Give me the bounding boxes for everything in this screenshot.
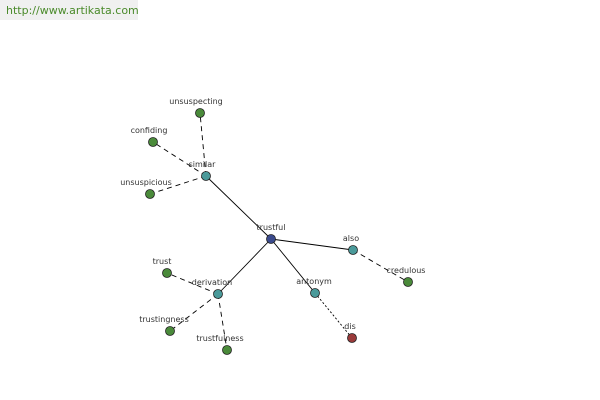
edge-trustful-also — [270, 238, 354, 251]
node-confiding[interactable] — [148, 137, 158, 147]
site-url-link[interactable]: http://www.artikata.com — [6, 4, 139, 17]
node-label-dis[interactable]: dis — [344, 322, 355, 331]
node-trustfulness[interactable] — [222, 345, 232, 355]
edge-derivation-trust — [166, 272, 219, 295]
node-dis[interactable] — [347, 333, 357, 343]
node-label-unsuspicious[interactable]: unsuspicious — [120, 178, 172, 187]
node-label-trust[interactable]: trust — [153, 257, 172, 266]
nodes-layer — [145, 108, 413, 355]
edge-similar-unsuspicious — [149, 175, 207, 195]
edge-trustful-derivation — [217, 238, 272, 295]
edge-similar-confiding — [152, 141, 207, 177]
labels-layer: trustful similar also derivation antonym unsu… — [120, 97, 425, 343]
node-label-trustfulness[interactable]: trustfulness — [196, 334, 243, 343]
node-label-trustful[interactable]: trustful — [257, 223, 286, 232]
url-banner: http://www.artikata.com — [0, 0, 139, 20]
node-antonym[interactable] — [310, 288, 320, 298]
node-label-antonym[interactable]: antonym — [296, 277, 332, 286]
edge-trustful-antonym — [270, 238, 316, 294]
node-unsuspecting[interactable] — [195, 108, 205, 118]
node-label-credulous[interactable]: credulous — [387, 266, 426, 275]
node-derivation[interactable] — [213, 289, 223, 299]
edge-similar-unsuspecting — [199, 112, 207, 177]
node-label-also[interactable]: also — [343, 234, 359, 243]
node-label-similar[interactable]: similar — [189, 160, 217, 169]
node-label-derivation[interactable]: derivation — [192, 278, 232, 287]
node-unsuspicious[interactable] — [145, 189, 155, 199]
node-label-unsuspecting[interactable]: unsuspecting — [169, 97, 222, 106]
node-trust[interactable] — [162, 268, 172, 278]
node-trustingness[interactable] — [165, 326, 175, 336]
node-label-trustingness[interactable]: trustingness — [139, 315, 189, 324]
edges-layer — [149, 112, 409, 351]
node-trustful[interactable] — [266, 234, 276, 244]
edge-also-credulous — [352, 249, 409, 283]
node-similar[interactable] — [201, 171, 211, 181]
edge-derivation-trustingness — [169, 293, 219, 332]
node-label-confiding[interactable]: confiding — [131, 126, 168, 135]
edge-derivation-trustfulness — [217, 293, 228, 351]
node-credulous[interactable] — [403, 277, 413, 287]
node-also[interactable] — [348, 245, 358, 255]
edge-trustful-similar — [205, 175, 272, 240]
edge-antonym-dis — [314, 292, 353, 339]
